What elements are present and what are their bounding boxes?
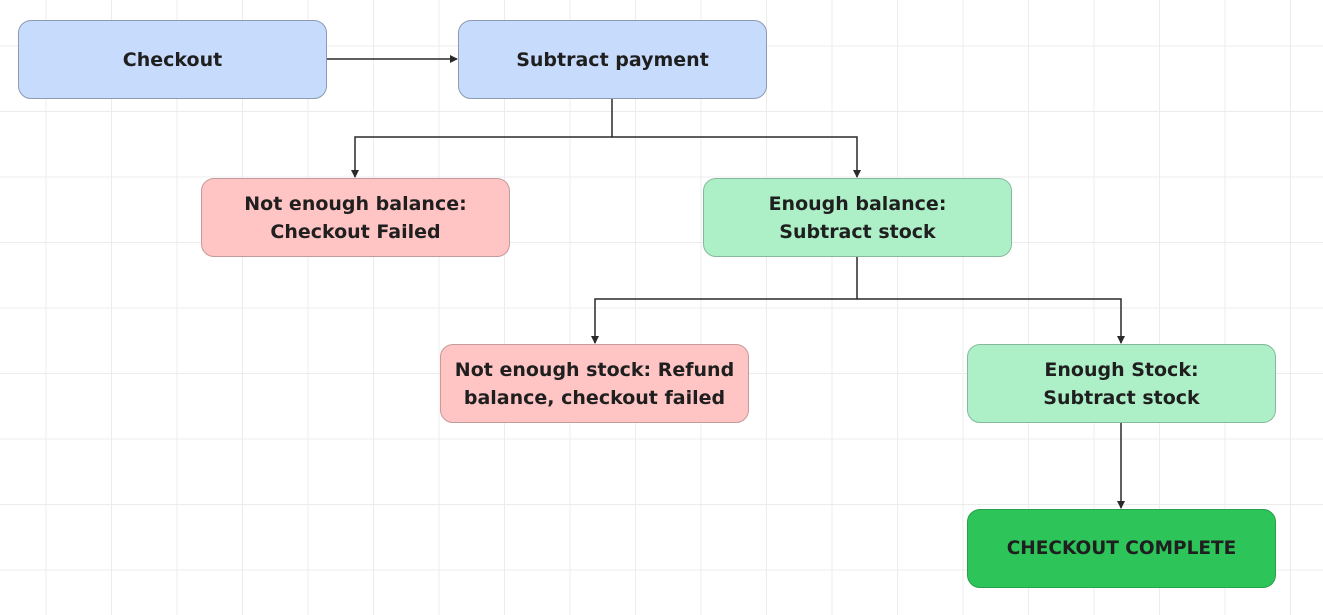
enough-stock-node[interactable]: Enough Stock: Subtract stock: [967, 344, 1276, 423]
subtract-payment-node[interactable]: Subtract payment: [458, 20, 767, 99]
not-enough-stock-node[interactable]: Not enough stock: Refund balance, checko…: [440, 344, 749, 423]
enough-balance-node[interactable]: Enough balance: Subtract stock: [703, 178, 1012, 257]
edge-enough-balance-to-enough-stock: [857, 298, 1125, 344]
checkout-complete-node[interactable]: CHECKOUT COMPLETE: [967, 509, 1276, 588]
checkout-node[interactable]: Checkout: [18, 20, 327, 99]
edge-enough-balance-to-not-enough-stock: [591, 257, 858, 344]
edge-subtract-payment-to-enough-balance: [612, 136, 861, 178]
not-enough-balance-node[interactable]: Not enough balance: Checkout Failed: [201, 178, 510, 257]
edge-subtract-payment-to-not-enough-balance: [351, 99, 613, 178]
